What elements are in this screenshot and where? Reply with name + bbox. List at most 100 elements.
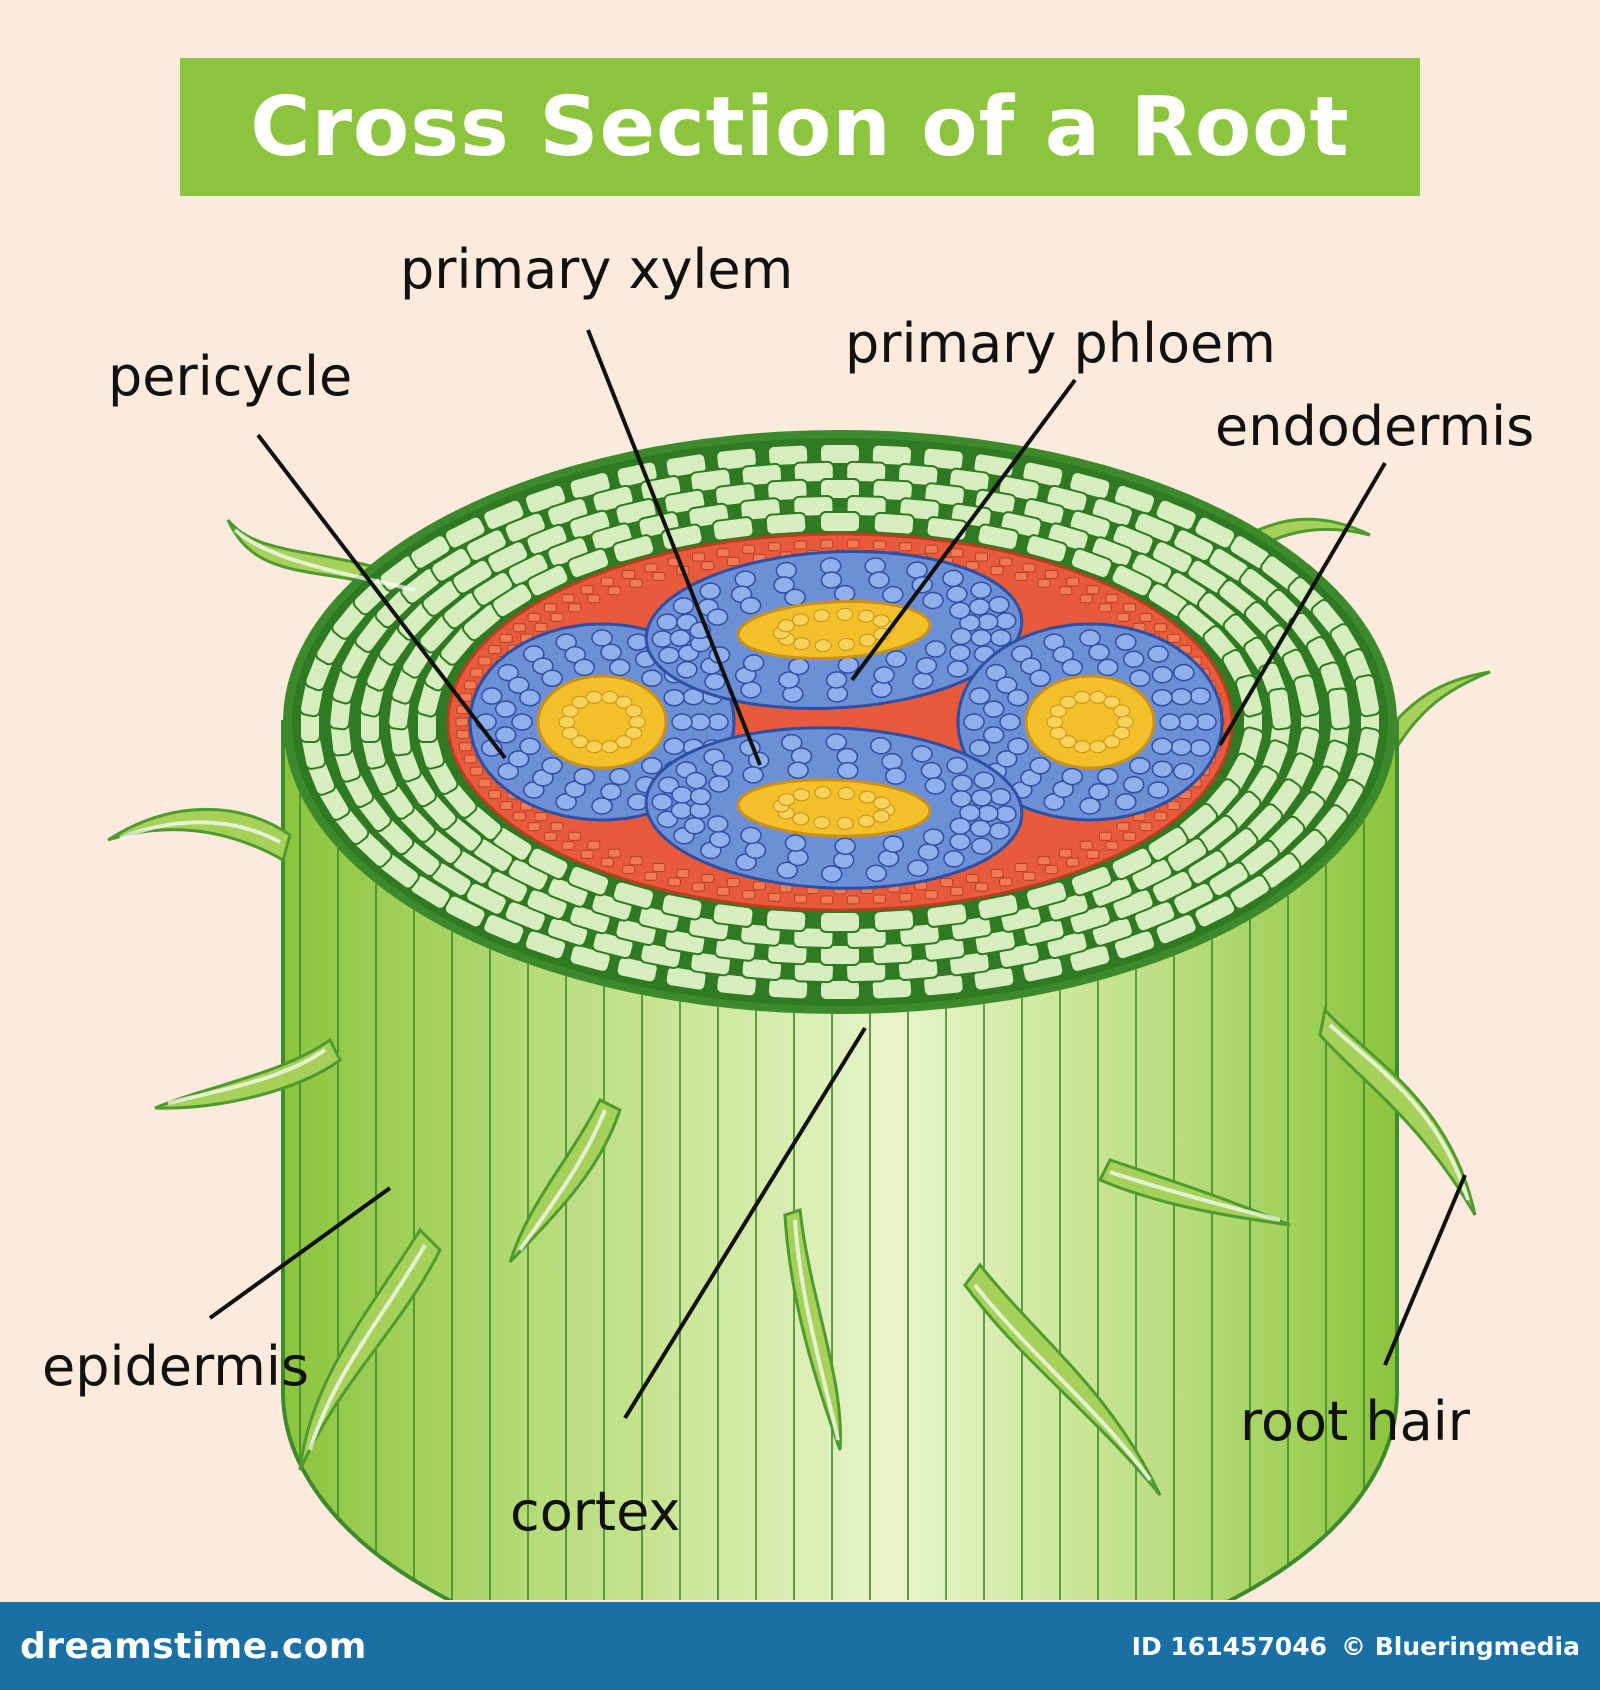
pericycle-cell [527,822,541,832]
pericycle-cell [1037,578,1051,588]
cortex-cell [766,941,809,966]
xylem-cell [1046,715,1064,729]
cortex-cell [764,511,808,536]
cortex-cell [766,478,809,503]
cortex-cell [872,908,916,933]
phloem-cell [820,865,843,883]
phloem-cell [911,745,933,763]
phloem-cell [541,757,563,775]
footer-credit: ID 161457046 © Blueringmedia [1132,1632,1580,1661]
phloem-cell [670,801,693,820]
xylem-core [1024,674,1156,770]
pericycle-cell [742,544,756,554]
pericycle-cell [1123,603,1137,613]
cortex-cell [1292,674,1322,718]
leader-primary-xylem [586,329,762,766]
phloem-cell [742,654,765,672]
phloem-cell [837,656,860,674]
phloem-cell [917,843,940,861]
pericycle-cell [1014,572,1028,581]
pericycle-cell [644,563,658,573]
bundle-bottom [644,726,1024,890]
phloem-cell [699,582,721,600]
pericycle-cell [999,877,1013,887]
phloem-cell [669,629,691,647]
phloem-cell [704,672,726,691]
phloem-cell [740,681,762,699]
cortex-cell [872,511,916,536]
diagram-title: Cross Section of a Root [250,79,1350,175]
cortex-cell [1069,865,1113,897]
pericycle-cell [488,645,502,655]
cortex-cells [299,443,1381,1001]
phloem-cell [1189,739,1212,757]
phloem-cell [912,672,934,690]
cortex-cell [660,893,704,921]
xylem-cell [1073,690,1091,704]
pericycle-cell [629,578,643,588]
xylem-cell [872,614,890,628]
cortex-cell [1326,687,1352,731]
xylem-cell [872,809,890,823]
phloem-cell [1189,687,1212,705]
phloem-cell [950,789,972,808]
xylem-cell [1113,726,1131,740]
pericycle-cell [846,539,860,549]
phloem-cell [709,830,731,849]
pericycle-cell [1014,863,1028,872]
xylem-cell [601,690,619,704]
phloem-cell [706,608,729,626]
cortex-cell [1024,880,1069,910]
pericycle-cell [488,789,502,799]
phloem-cell [781,733,803,752]
pericycle-cell [1139,612,1153,622]
xylem-cell [793,788,811,802]
phloem-cell [868,571,890,589]
pericycle-cell [568,603,582,613]
xylem-cell [813,816,831,830]
cortex-cell [711,516,755,542]
pericycle-cell [1086,849,1100,859]
xylem-cell [778,793,796,807]
phloem-cell [497,762,519,781]
pericycle-cell [607,848,621,858]
phloem-cell [1115,793,1137,811]
footer-author: © Blueringmedia [1340,1631,1580,1661]
xylem-cell [615,735,633,749]
pericycle-cell [975,882,989,892]
phloem-cell [740,826,762,845]
pericycle-cell [459,742,473,752]
phloem-cell [734,570,756,588]
phloem-cell [837,761,859,780]
xylem-cell [625,726,643,740]
phloem-cell [969,819,992,838]
pericycle-cell [1059,586,1073,596]
pericycle-cell [1167,633,1181,643]
phloem-cell [882,585,904,604]
phloem-cell [833,584,856,603]
xylem-core [536,674,668,770]
cortex-cell [819,979,861,1001]
pericycle-cell [512,811,526,821]
cortex-cell [1353,674,1381,718]
phloem-cell [947,660,969,678]
phloem-cell [600,782,622,801]
phloem-cell [949,817,971,835]
label-root-hair: root hair [1240,1390,1471,1453]
phloem-cell [907,859,929,877]
xylem-cell [1113,704,1131,718]
pericycle-cell [965,873,979,883]
phloem-cell [591,797,613,815]
phloem-cell [707,815,729,833]
pericycle-cell [1105,593,1119,603]
phloem-cell [946,585,968,603]
phloem-cell [971,837,993,855]
pericycle-cell [1022,871,1036,881]
label-primary-xylem: primary xylem [400,238,793,301]
phloem-cell [744,841,767,860]
xylem-cell [836,607,854,621]
phloem-cell [970,629,992,647]
cortex-cell [526,563,570,598]
title-banner: Cross Section of a Root [180,58,1420,196]
phloem-cell [1061,658,1083,677]
